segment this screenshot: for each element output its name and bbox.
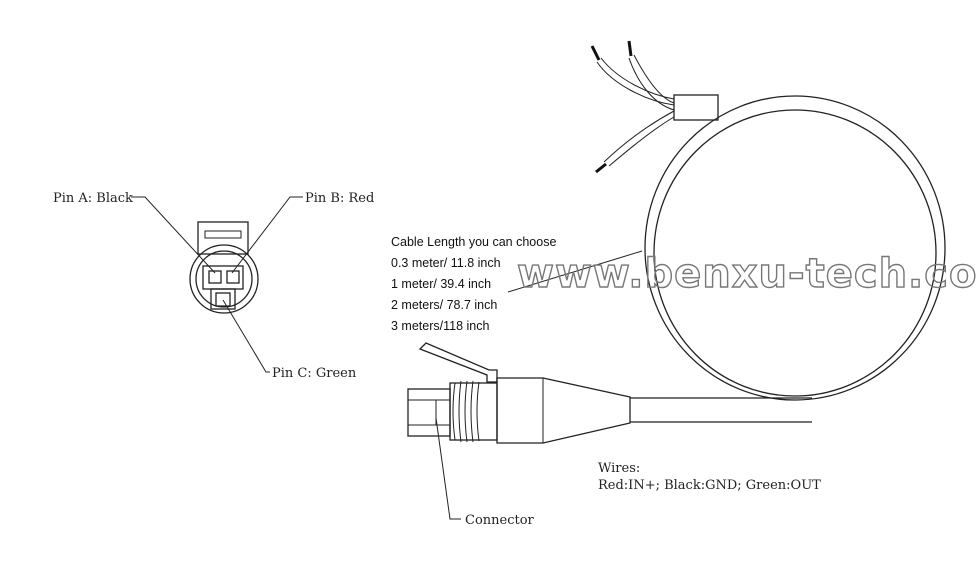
wire-3-b [608, 116, 675, 167]
face-latch-slot [204, 230, 242, 239]
cable-jacket-end [673, 94, 719, 121]
wires-detail: Red:IN+; Black:GND; Green:OUT [598, 478, 821, 493]
grip-rib-3 [464, 380, 468, 443]
pin-a-leader [131, 196, 216, 274]
cable-length-option: 3 meters/118 inch [391, 319, 489, 333]
cable-length-leader [507, 250, 643, 293]
face-latch [197, 221, 249, 255]
pin-c-contact [215, 292, 231, 307]
pin-c-label: Pin C: Green [272, 366, 357, 381]
cable-length-callout: Cable Length you can choose 0.3 meter/ 1… [391, 235, 643, 333]
wire-1-a [600, 57, 675, 100]
nose-key [435, 399, 451, 426]
cable-length-option: 1 meter/ 39.4 inch [391, 277, 491, 291]
connector-grip [449, 382, 498, 441]
pin-a-label: Pin A: Black [53, 191, 133, 206]
face-outer-ring [189, 244, 259, 314]
connector-side-view: Connector [407, 342, 631, 528]
pin-b-leader [231, 196, 303, 274]
wire-2-b [628, 57, 675, 111]
watermark-text: www.benxu-tech.com [517, 251, 980, 297]
connector-leader [435, 417, 461, 520]
connector-label: Connector [465, 513, 535, 528]
cable-coil [590, 40, 946, 423]
face-pin-c-housing [210, 288, 236, 310]
wire-tip-3 [595, 162, 607, 174]
pin-b-contact [226, 270, 240, 284]
connector-nose [407, 388, 451, 437]
grip-rib-4 [470, 380, 474, 443]
grip-rib-1 [452, 382, 456, 441]
pin-face-view: Pin A: Black Pin B: Red Pin C: Green [53, 191, 374, 381]
grip-rib-2 [458, 380, 462, 443]
wire-tip-1 [590, 45, 601, 61]
coil-loop-outer [644, 95, 946, 401]
face-inner-ring [195, 250, 253, 308]
pin-b-label: Pin B: Red [305, 191, 374, 206]
wire-2-a [633, 54, 675, 104]
cable-length-heading: Cable Length you can choose [391, 235, 556, 249]
pin-c-leader [222, 299, 270, 373]
pin-a-contact [208, 270, 222, 284]
wire-tip-2 [627, 40, 633, 57]
wire-1-b [596, 61, 675, 106]
wires-legend: Wires: Red:IN+; Black:GND; Green:OUT [598, 461, 821, 493]
wires-heading: Wires: [598, 461, 640, 476]
coil-loop-inner [653, 109, 937, 397]
connector-strain-relief [496, 377, 631, 444]
cable-length-option: 0.3 meter/ 11.8 inch [391, 256, 501, 270]
cable-length-option: 2 meters/ 78.7 inch [391, 298, 497, 312]
grip-rib-5 [476, 381, 480, 442]
wire-3-a [603, 110, 675, 163]
connector-latch [418, 342, 498, 383]
